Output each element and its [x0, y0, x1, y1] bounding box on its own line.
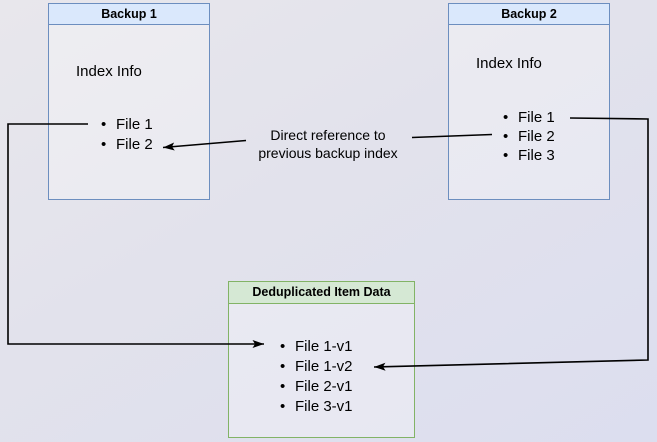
backup1-file-list: File 1 File 2	[101, 115, 153, 155]
backup1-box: Backup 1 Index Info File 1 File 2	[48, 3, 210, 200]
backup1-file-item: File 2	[101, 135, 153, 155]
dedup-title: Deduplicated Item Data	[229, 282, 414, 304]
dedup-item: File 1-v1	[280, 337, 353, 357]
direct-reference-label-line2: previous backup index	[258, 145, 398, 161]
dedup-item: File 2-v1	[280, 377, 353, 397]
backup2-file-item: File 3	[503, 146, 555, 165]
deduplicated-item-data-box: Deduplicated Item Data File 1-v1 File 1-…	[228, 281, 415, 438]
backup2-file-item: File 2	[503, 127, 555, 146]
dedup-item: File 3-v1	[280, 397, 353, 417]
backup2-title: Backup 2	[449, 4, 609, 25]
backup2-index-info-label: Index Info	[476, 55, 542, 72]
backup2-box: Backup 2 Index Info File 1 File 2 File 3	[448, 3, 610, 200]
backup1-file-item: File 1	[101, 115, 153, 135]
dedup-item: File 1-v2	[280, 357, 353, 377]
direct-reference-label: Direct reference to previous backup inde…	[238, 126, 418, 162]
dedup-item-list: File 1-v1 File 1-v2 File 2-v1 File 3-v1	[280, 337, 353, 417]
backup2-file-list: File 1 File 2 File 3	[503, 108, 555, 165]
direct-reference-label-line1: Direct reference to	[270, 127, 386, 143]
backup2-file-item: File 1	[503, 108, 555, 127]
backup1-title: Backup 1	[49, 4, 209, 25]
backup1-index-info-label: Index Info	[76, 63, 142, 80]
